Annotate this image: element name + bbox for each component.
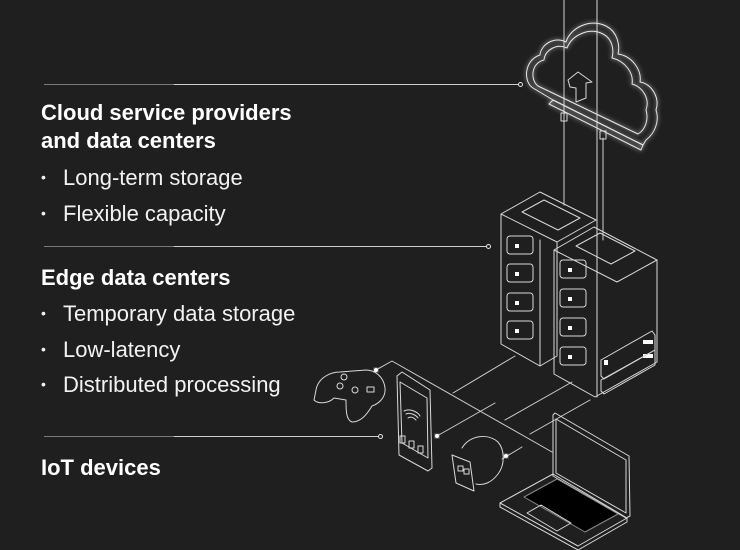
game-controller-icon (313, 369, 386, 423)
smartphone-icon (396, 371, 433, 472)
divider-cloud (44, 82, 523, 87)
list-item: •Flexible capacity (41, 196, 243, 232)
edge-feature-list: •Temporary data storage •Low-latency •Di… (41, 296, 295, 403)
connection-lines (375, 0, 604, 460)
connection-nodes (374, 368, 508, 458)
list-item: •Temporary data storage (41, 296, 295, 332)
iot-section-title: IoT devices (41, 454, 161, 482)
cloud-icon (526, 22, 658, 151)
upload-arrow-icon (567, 71, 593, 103)
server-tower-right-icon (553, 0, 658, 398)
bullet-glyph: • (41, 305, 46, 321)
edge-section-title: Edge data centers (41, 264, 231, 292)
list-item: •Low-latency (41, 332, 295, 368)
cloud-title-line-1: Cloud service providers (41, 100, 292, 125)
edge-title-line-1: Edge data centers (41, 265, 231, 290)
list-item: •Long-term storage (41, 160, 243, 196)
divider-edge (44, 244, 491, 249)
bullet-glyph: • (41, 169, 46, 185)
bullet-glyph: • (41, 376, 46, 392)
cloud-title-line-2: and data centers (41, 128, 216, 153)
list-item: •Distributed processing (41, 367, 295, 403)
cloud-section-title: Cloud service providers and data centers (41, 99, 292, 155)
cloud-feature-list: •Long-term storage •Flexible capacity (41, 160, 243, 231)
bullet-glyph: • (41, 340, 46, 357)
laptop-icon (499, 412, 631, 550)
server-tower-left-icon (500, 191, 597, 367)
bullet-glyph: • (41, 204, 46, 221)
cloud-connectors (560, 112, 607, 140)
smartwatch-icon (451, 436, 504, 492)
divider-iot (44, 434, 383, 439)
iot-title-line-1: IoT devices (41, 455, 161, 480)
